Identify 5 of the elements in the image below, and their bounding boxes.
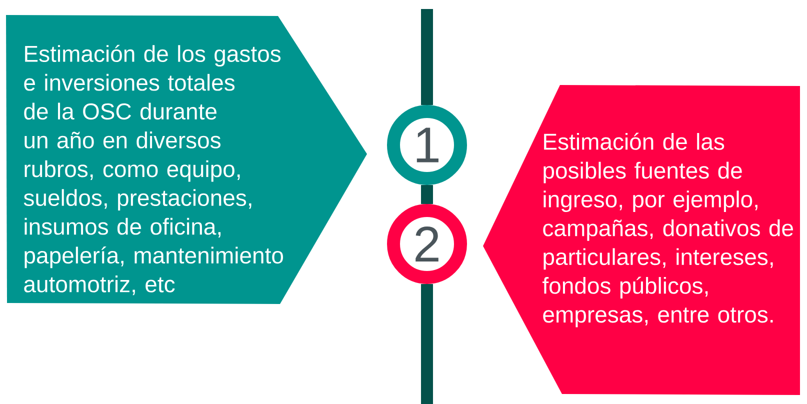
arrow-box: Estimación de las posibles fuentes de ingreso, por ejemplo, campañas, donativos de particulares, intereses, fondos públicos, empresas, entre otros. xyxy=(483,85,800,395)
arrow-box: Estimación de los gastos e inversiones totales de la OSC durante un año en diversos rubros, como equipo, sueldos, prestaciones, insumos de oficina, papelería, mantenimiento automotriz, etc xyxy=(6,15,367,304)
timeline-line xyxy=(421,9,433,105)
timeline-line xyxy=(421,185,433,204)
timeline-line xyxy=(421,284,433,404)
